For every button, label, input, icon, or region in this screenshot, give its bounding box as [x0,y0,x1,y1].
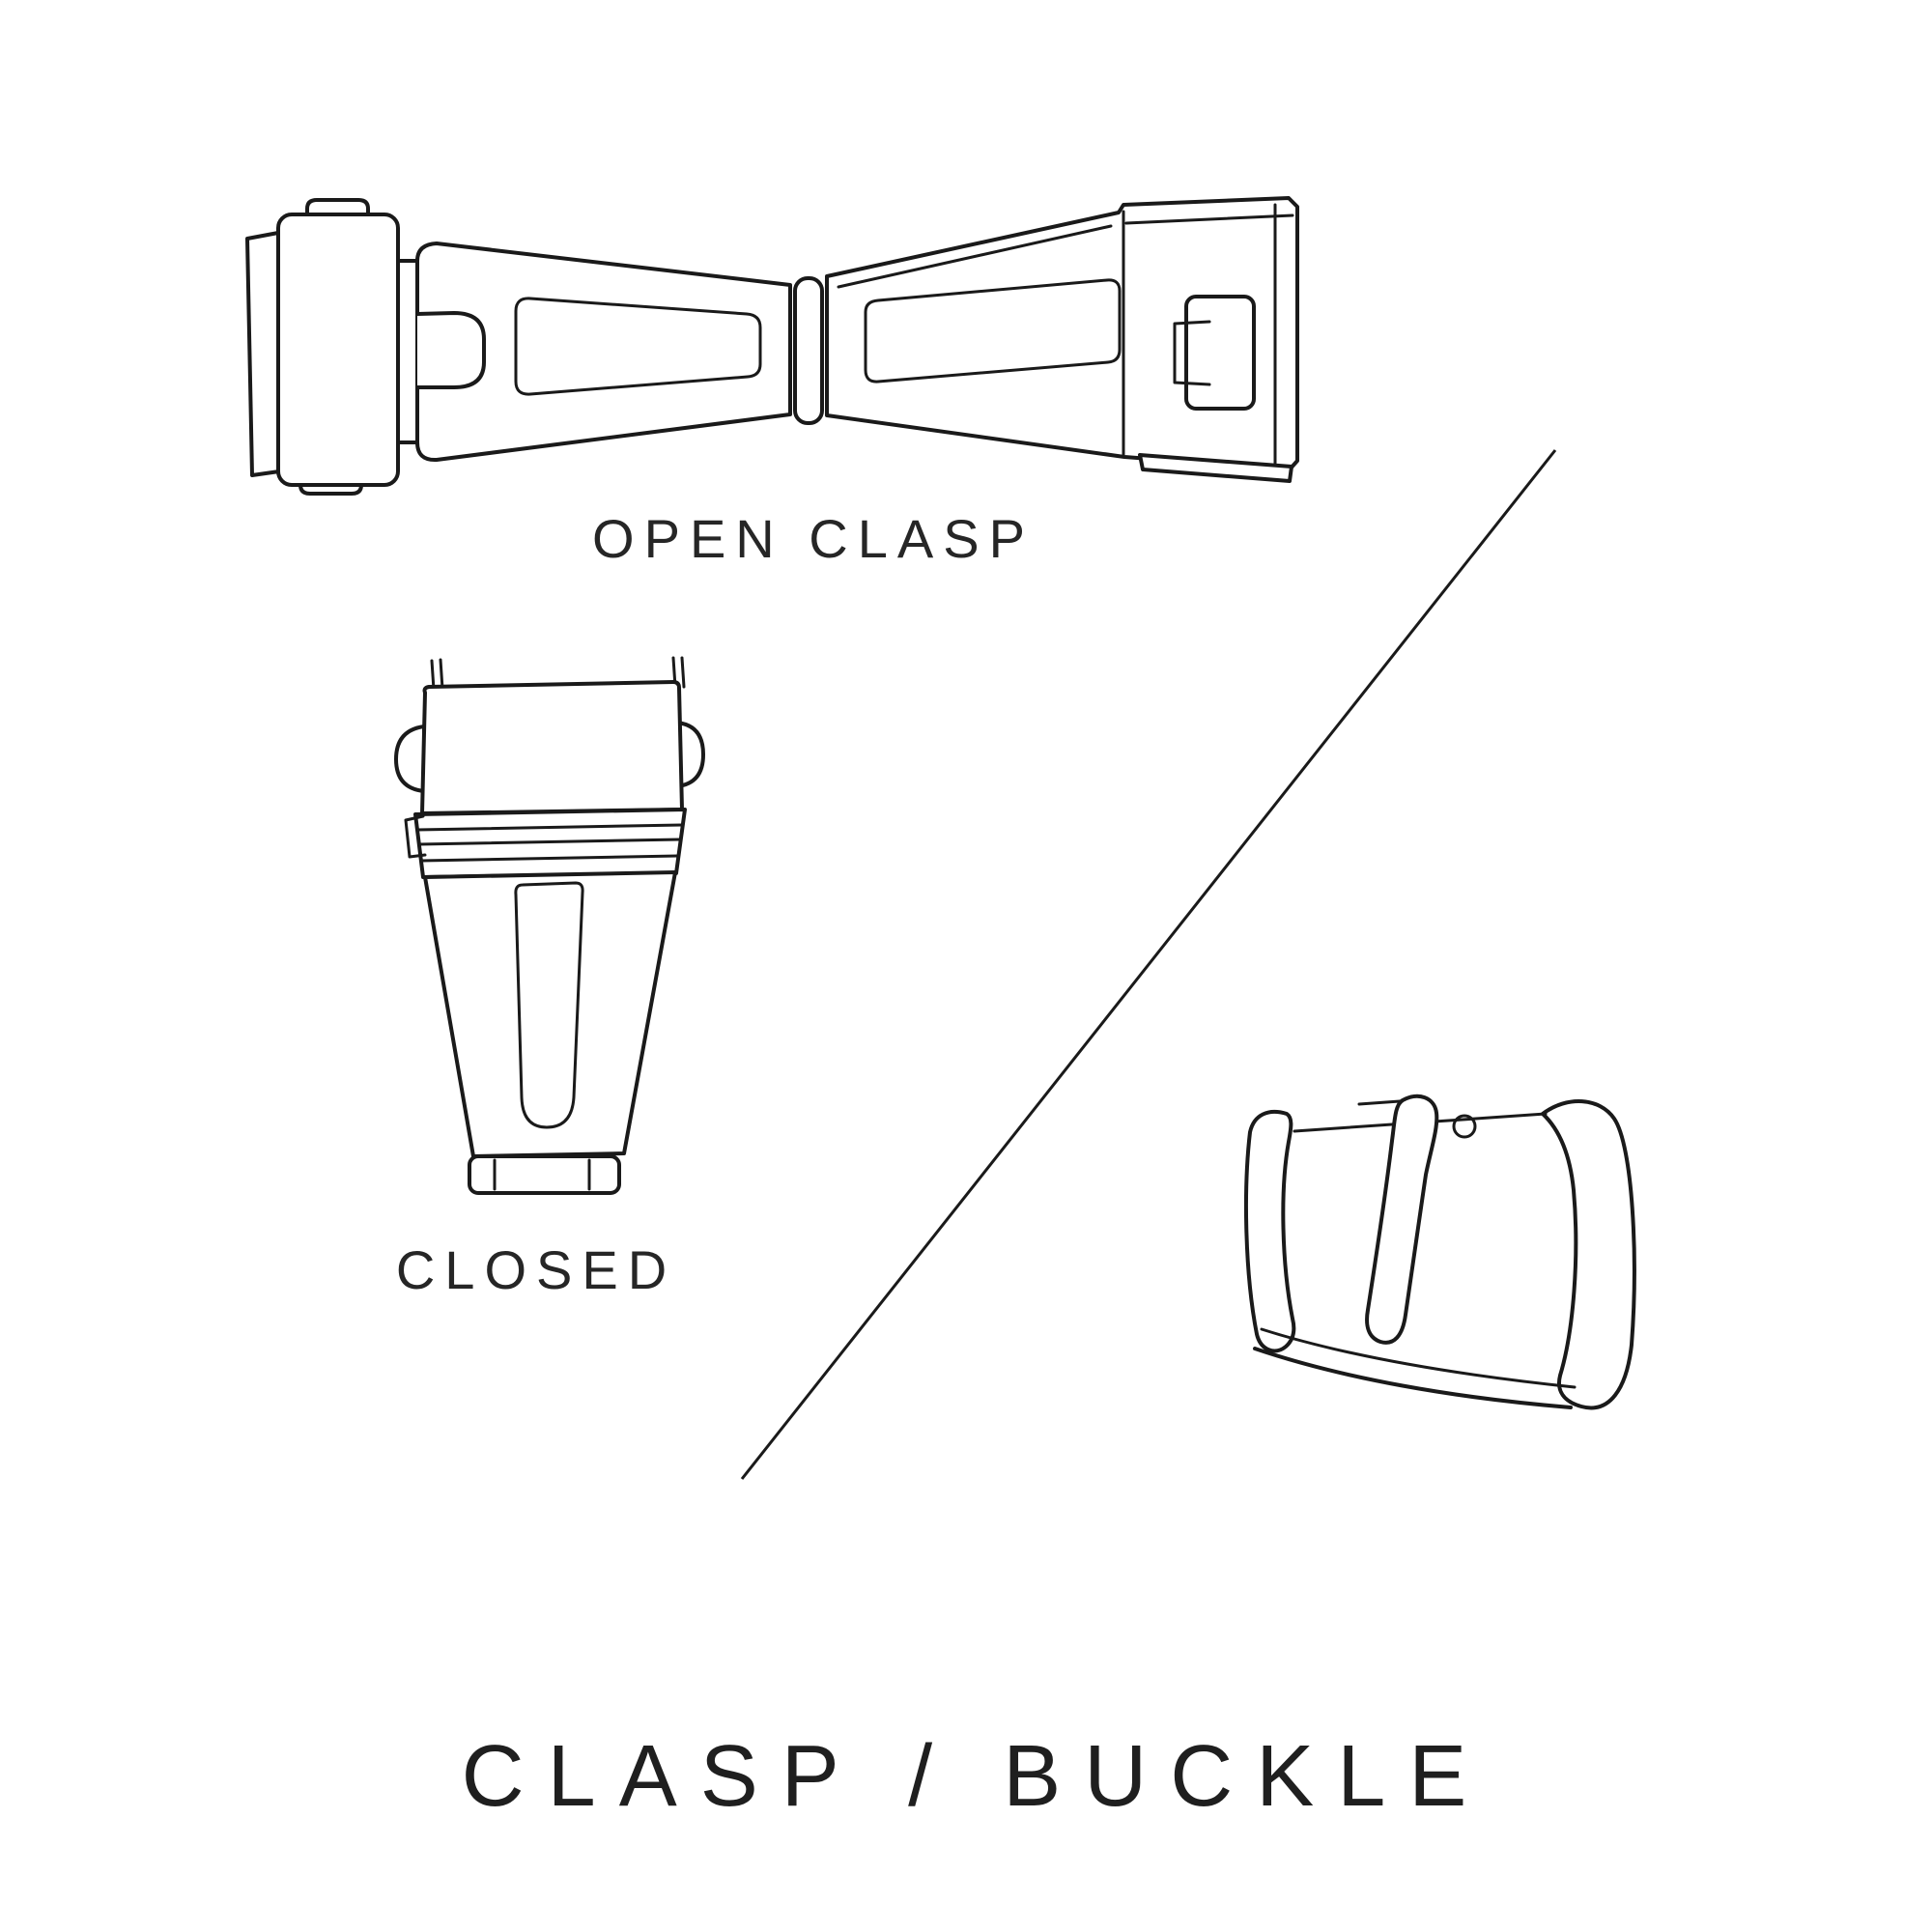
open-clasp-label: OPEN CLASP [592,508,1035,569]
closed-clasp-label: CLOSED [395,1239,677,1300]
closed-clasp-icon [394,656,705,1195]
buckle-icon [1243,1094,1636,1410]
open-clasp-icon [245,196,1299,496]
page-title: CLASP / BUCKLE [461,1728,1491,1825]
diagonal-divider-line [740,449,1557,1480]
